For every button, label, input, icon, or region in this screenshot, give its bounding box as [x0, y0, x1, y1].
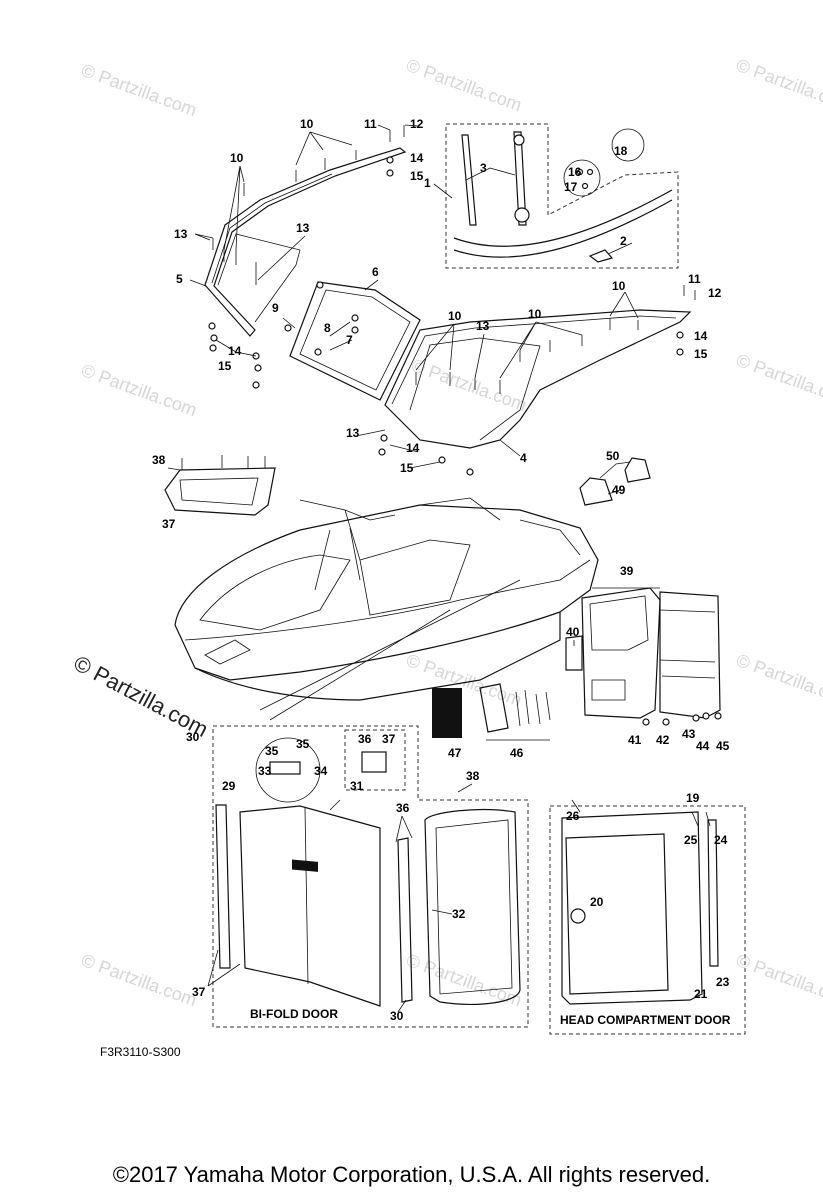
callout: 19 — [686, 791, 700, 805]
windshield-assembly — [204, 123, 696, 476]
callout: 10 — [528, 307, 542, 321]
head-callouts: 19 26 25 24 20 23 21 HEAD COMPARTMENT DO… — [560, 791, 731, 1027]
copyright-notice: ©2017 Yamaha Motor Corporation, U.S.A. A… — [112, 1162, 711, 1187]
watermark: © Partzilla.com — [404, 650, 525, 710]
callout: 38 — [466, 769, 480, 783]
callout: 11 — [688, 272, 701, 286]
callout: 18 — [614, 144, 628, 158]
caption-bifold-door: BI-FOLD DOOR — [250, 1007, 338, 1021]
callout: 32 — [452, 907, 466, 921]
watermark: © Partzilla.com — [404, 55, 525, 115]
callout: 43 — [682, 727, 696, 741]
callout: 13 — [296, 221, 310, 235]
callout: 40 — [566, 625, 580, 639]
callout: 12 — [410, 117, 424, 131]
callout: 15 — [694, 347, 708, 361]
callout: 10 — [300, 117, 314, 131]
callout: 47 — [448, 746, 462, 760]
callout: 11 — [364, 117, 377, 131]
callout: 37 — [192, 985, 206, 999]
callout: 13 — [346, 426, 360, 440]
callout: 5 — [176, 272, 183, 286]
callout: 12 — [708, 286, 722, 300]
callout: 15 — [410, 169, 424, 183]
callout: 46 — [510, 746, 524, 760]
callout: 41 — [628, 733, 642, 747]
callout: 44 — [696, 739, 710, 753]
callout: 34 — [314, 764, 328, 778]
item-40 — [565, 587, 722, 726]
callout: 17 — [564, 180, 578, 194]
callout: 25 — [684, 833, 698, 847]
callout: 15 — [400, 461, 414, 475]
callout: 31 — [350, 779, 364, 793]
bifold-callouts: 30 35 35 33 34 36 37 31 29 38 36 32 37 3… — [186, 730, 480, 1023]
callout: 24 — [714, 833, 728, 847]
item-38 — [164, 455, 276, 516]
callout: 14 — [406, 441, 420, 455]
callout: 35 — [265, 744, 279, 758]
item-49-50 — [579, 457, 651, 506]
callout: 38 — [152, 453, 166, 467]
callout: 14 — [410, 151, 424, 165]
watermark-large: © Partzilla.com — [70, 650, 213, 742]
watermark: © Partzilla.com — [734, 650, 823, 710]
callout: 8 — [324, 321, 331, 335]
bifold-door-group — [212, 725, 529, 1028]
windshield-callouts: 10 10 11 12 14 15 13 13 5 6 9 8 7 14 15 … — [174, 117, 722, 475]
callout: 15 — [218, 359, 232, 373]
watermark: © Partzilla.com — [734, 350, 823, 410]
callout: 14 — [694, 329, 708, 343]
watermark: © Partzilla.com — [404, 950, 525, 1010]
callout: 50 — [606, 449, 620, 463]
callout: 16 — [568, 165, 582, 179]
caption-head-compartment-door: HEAD COMPARTMENT DOOR — [560, 1013, 731, 1027]
callout: 39 — [620, 564, 634, 578]
callout: 30 — [186, 730, 200, 744]
callout: 37 — [382, 732, 396, 746]
callout: 37 — [162, 517, 176, 531]
watermark: © Partzilla.com — [79, 950, 200, 1010]
callout: 2 — [620, 234, 627, 248]
callout: 30 — [390, 1009, 404, 1023]
callout: 26 — [566, 809, 580, 823]
watermark: © Partzilla.com — [79, 360, 200, 420]
callout: 3 — [480, 161, 487, 175]
boat-hull — [174, 497, 599, 701]
leader-lines — [189, 124, 639, 469]
watermark: © Partzilla.com — [734, 950, 823, 1010]
callout: 7 — [346, 333, 353, 347]
callout: 33 — [258, 764, 272, 778]
diagram-code: F3R3110-S300 — [100, 1045, 181, 1059]
callout: 4 — [520, 451, 527, 465]
callout: 10 — [612, 279, 626, 293]
callout: 42 — [656, 733, 670, 747]
watermark: © Partzilla.com — [409, 355, 530, 415]
callout: 23 — [716, 975, 730, 989]
callout: 45 — [716, 739, 730, 753]
callout: 36 — [396, 801, 410, 815]
callout: 13 — [174, 227, 188, 241]
callout: 10 — [230, 151, 244, 165]
bifold-leaders — [207, 783, 473, 1013]
callout: 9 — [272, 301, 279, 315]
watermark: © Partzilla.com — [79, 60, 200, 120]
callout: 29 — [222, 779, 236, 793]
head-door-group — [549, 799, 746, 1035]
watermark: © Partzilla.com — [734, 55, 823, 115]
boat-leaders — [167, 461, 660, 741]
callout: 36 — [358, 732, 372, 746]
callout: 10 — [448, 309, 462, 323]
callout: 1 — [424, 176, 431, 190]
callout: 13 — [476, 319, 490, 333]
callout: 21 — [694, 987, 708, 1001]
callout: 6 — [372, 265, 379, 279]
callout: 20 — [590, 895, 604, 909]
item-47-48 — [432, 683, 551, 738]
callout: 35 — [296, 737, 310, 751]
